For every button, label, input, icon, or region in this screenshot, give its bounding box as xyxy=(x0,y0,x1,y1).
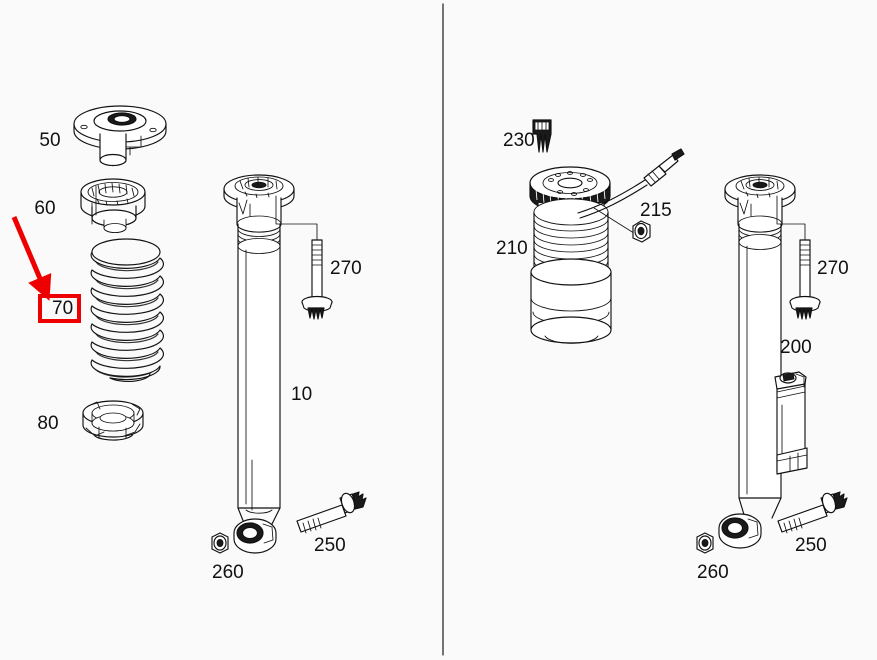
label-230: 230 xyxy=(503,130,535,151)
right-panel-group: 230 210 215 270 200 250 260 xyxy=(496,119,849,583)
label-60: 60 xyxy=(34,198,55,219)
left-panel-group: 50 60 80 270 10 250 260 xyxy=(34,105,367,583)
label-270-right: 270 xyxy=(817,258,849,279)
label-50: 50 xyxy=(39,130,60,151)
part-lock-nut-right xyxy=(696,532,714,554)
highlight-box-part-70 xyxy=(38,294,81,323)
part-lock-nut-left xyxy=(211,532,229,554)
part-strut-support-bearing xyxy=(80,178,146,233)
part-lower-mounting-bolt-left xyxy=(296,491,367,534)
part-air-spring-bellows xyxy=(529,166,612,344)
part-adaptive-shock-absorber xyxy=(718,174,808,549)
label-80: 80 xyxy=(37,413,58,434)
part-upper-mounting-bolt-right xyxy=(776,195,821,320)
label-210: 210 xyxy=(496,238,528,259)
highlight-annotation-arrow xyxy=(11,216,52,301)
part-coil-spring xyxy=(90,238,164,382)
label-200: 200 xyxy=(780,337,812,358)
part-lower-mounting-bolt-right xyxy=(777,491,848,534)
red-pointer-arrow xyxy=(11,216,52,301)
label-10: 10 xyxy=(291,384,312,405)
label-270-left: 270 xyxy=(330,258,362,279)
label-250-right: 250 xyxy=(795,535,827,556)
label-70: 70 xyxy=(52,298,74,319)
label-260-left: 260 xyxy=(212,562,244,583)
part-cap-plug xyxy=(532,119,552,153)
label-260-right: 260 xyxy=(697,562,729,583)
part-upper-mounting-bolt-left xyxy=(275,195,333,320)
label-250-left: 250 xyxy=(314,535,346,556)
part-spring-seat xyxy=(82,400,144,441)
part-air-line-connector xyxy=(577,148,685,243)
part-shock-absorber xyxy=(223,174,295,554)
label-215: 215 xyxy=(640,200,672,221)
part-damping-valve-module xyxy=(774,371,808,475)
part-strut-top-mount xyxy=(73,105,167,167)
